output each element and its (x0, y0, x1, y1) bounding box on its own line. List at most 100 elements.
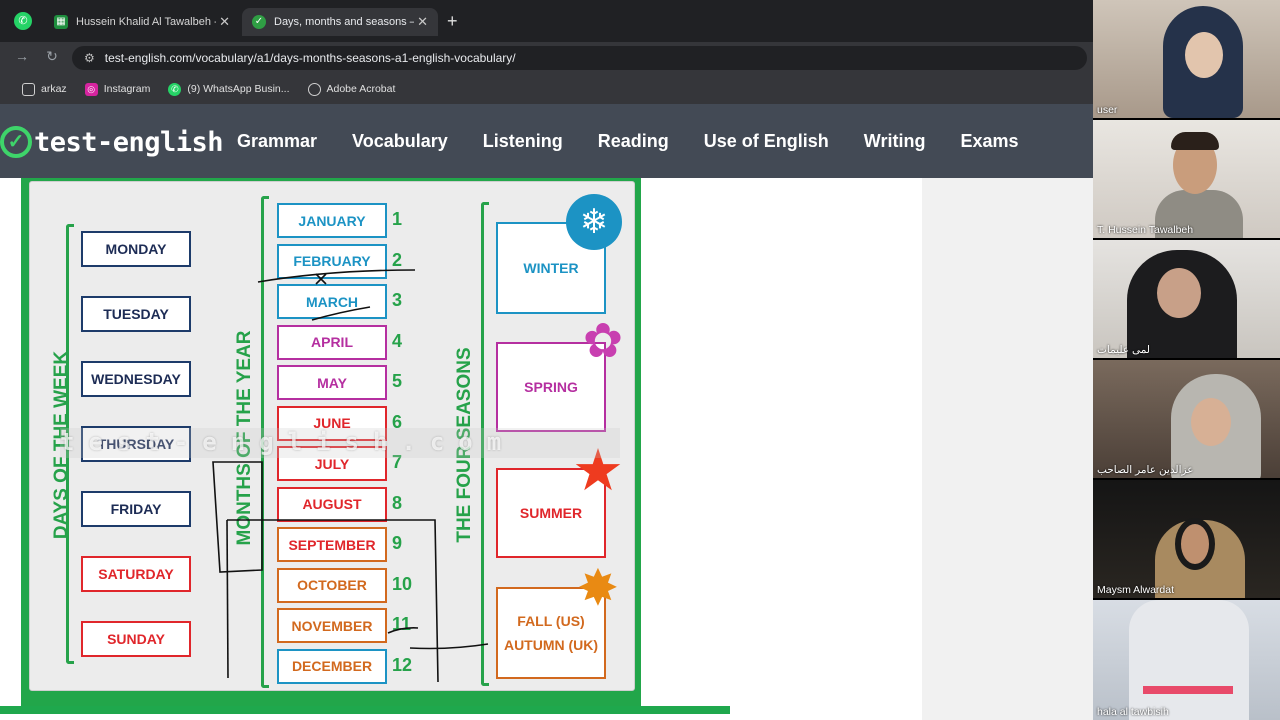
site-settings-icon[interactable]: ⚙ (84, 51, 95, 65)
new-tab-icon[interactable]: + (447, 11, 458, 31)
flower-icon: ✿ (582, 315, 624, 368)
day-saturday: SATURDAY (81, 556, 191, 592)
main-menu: Grammar Vocabulary Listening Reading Use… (237, 104, 1054, 178)
address-bar-row: → ↻ ⚙ test-english.com/vocabulary/a1/day… (0, 42, 1093, 74)
month-number: 5 (392, 371, 403, 391)
annotation-stroke (212, 461, 263, 573)
bookmark-instagram[interactable]: ◎ Instagram (84, 82, 151, 96)
menu-writing[interactable]: Writing (863, 130, 926, 151)
forward-arrow-icon[interactable]: → (15, 48, 29, 64)
day-thursday: THURSDAY (81, 426, 191, 462)
sheets-icon: ▦ (54, 15, 68, 29)
participant-hair (1171, 132, 1219, 150)
bookmarks-bar: arkaz ◎ Instagram ✆ (9) WhatsApp Busin..… (0, 74, 1093, 104)
participant-face (1157, 268, 1201, 318)
season-winter: WINTER (496, 222, 606, 314)
snowflake-icon: ❄ (566, 194, 622, 250)
participant-name: لمى عليمات (1097, 344, 1151, 356)
season-fall: FALL (US) AUTUMN (UK) (496, 587, 606, 679)
url-bar[interactable]: ⚙ test-english.com/vocabulary/a1/days-mo… (72, 46, 1087, 70)
video-call-panel: user T. Hussein Tawalbeh لمى عليمات عزال… (1093, 0, 1280, 720)
instagram-icon: ◎ (84, 82, 98, 96)
menu-listening[interactable]: Listening (482, 130, 563, 151)
whatsapp-icon: ✆ (168, 82, 182, 96)
month-number: 4 (392, 330, 403, 351)
participant-tile[interactable]: Maysm Alwardat (1093, 480, 1280, 598)
close-icon[interactable]: ✕ (219, 14, 230, 29)
menu-reading[interactable]: Reading (597, 130, 669, 151)
tab-title: Days, months and seasons – A1 (274, 16, 414, 28)
month-number: 1 (392, 209, 403, 229)
annotation-stroke (227, 519, 439, 683)
participant-name: Maysm Alwardat (1097, 584, 1175, 596)
month-september: SEPTEMBER (277, 527, 387, 562)
participant-video (1155, 190, 1243, 238)
participant-tile[interactable]: hala al tawbisih (1093, 600, 1280, 720)
tab-google-sheet[interactable]: ▦ Hussein Khalid Al Tawalbeh - G ✕ (44, 8, 240, 36)
watermark: test-english.com (60, 428, 620, 458)
participant-tile[interactable]: user (1093, 0, 1280, 118)
month-number: 3 (392, 290, 403, 310)
tab-strip: ✆ ▦ Hussein Khalid Al Tawalbeh - G ✕ ✓ D… (0, 0, 1093, 42)
days-bracket (66, 224, 74, 664)
menu-use-of-english[interactable]: Use of English (703, 130, 829, 151)
day-tuesday: TUESDAY (81, 296, 191, 332)
participant-name: user (1097, 104, 1118, 116)
participant-face (1175, 518, 1215, 570)
month-march: MARCH (277, 284, 387, 319)
month-number: 12 (392, 654, 413, 675)
month-number: 10 (392, 573, 413, 594)
menu-exams[interactable]: Exams (960, 130, 1019, 151)
close-icon[interactable]: ✕ (417, 14, 428, 29)
site-logo[interactable]: ✓ test-english (0, 126, 224, 158)
participant-tile[interactable]: لمى عليمات (1093, 240, 1280, 358)
day-friday: FRIDAY (81, 491, 191, 527)
annotation-overlay (212, 269, 489, 683)
page-content: DAYS OF THE WEEK MONDAY TUESDAY WEDNESDA… (0, 178, 1093, 720)
bookmark-label: Instagram (103, 83, 151, 95)
url-text: test-english.com/vocabulary/a1/days-mont… (104, 51, 516, 65)
month-number: 7 (392, 452, 403, 472)
sidebar-area (922, 178, 1093, 720)
participant-tile[interactable]: T. Hussein Tawalbeh (1093, 120, 1280, 238)
site-header: ✓ test-english Grammar Vocabulary Listen… (0, 104, 1093, 178)
day-sunday: SUNDAY (81, 621, 191, 657)
whatsapp-pinned-tab-icon[interactable]: ✆ (14, 12, 32, 30)
participant-name: عزالدين عامر الصاحب (1097, 464, 1194, 476)
annotation-stroke (387, 627, 419, 634)
month-number: 2 (392, 249, 403, 270)
starfish-icon: ★ (572, 438, 624, 503)
menu-grammar[interactable]: Grammar (237, 130, 318, 151)
bookmark-whatsapp[interactable]: ✆ (9) WhatsApp Busin... (168, 82, 290, 96)
bookmark-label: arkaz (41, 83, 67, 95)
month-number: 9 (392, 533, 403, 553)
seasons-bracket (481, 202, 489, 686)
tab-title: Hussein Khalid Al Tawalbeh - G (76, 16, 216, 28)
participant-name: T. Hussein Tawalbeh (1097, 224, 1194, 236)
participant-face (1185, 32, 1223, 78)
season-label: SUMMER (519, 505, 583, 521)
month-november: NOVEMBER (277, 608, 387, 643)
annotation-stroke (315, 273, 327, 285)
participant-tile[interactable]: عزالدين عامر الصاحب (1093, 360, 1280, 478)
brand-name: test-english (34, 126, 224, 158)
maple-leaf-icon: ✸ (577, 560, 619, 616)
menu-vocabulary[interactable]: Vocabulary (352, 130, 448, 151)
season-label: WINTER (523, 260, 579, 276)
globe-icon (307, 82, 321, 96)
month-may: MAY (277, 365, 387, 400)
bookmark-adobe[interactable]: Adobe Acrobat (307, 82, 395, 96)
browser-chrome: ✆ ▦ Hussein Khalid Al Tawalbeh - G ✕ ✓ D… (0, 0, 1093, 104)
bookmark-arkaz[interactable]: arkaz (22, 82, 67, 96)
month-number: 6 (392, 411, 403, 432)
month-january: JANUARY (277, 203, 387, 238)
months-bracket (261, 196, 269, 688)
reload-icon[interactable]: ↻ (46, 48, 58, 64)
month-december: DECEMBER (277, 648, 387, 684)
participant-face (1191, 398, 1231, 446)
vocabulary-image: DAYS OF THE WEEK MONDAY TUESDAY WEDNESDA… (21, 178, 641, 706)
check-icon: ✓ (252, 15, 266, 29)
tab-days-months[interactable]: ✓ Days, months and seasons – A1 ✕ (242, 8, 438, 36)
month-july: JULY (277, 446, 387, 481)
participant-name: hala al tawbisih (1097, 706, 1169, 718)
